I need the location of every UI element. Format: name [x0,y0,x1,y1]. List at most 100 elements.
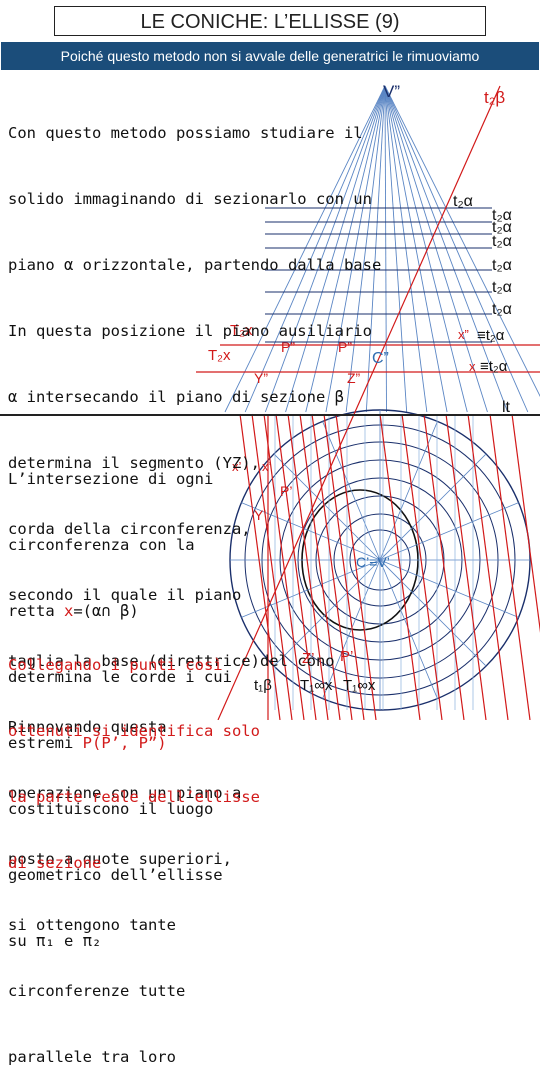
intro-line: parallele tra loro [8,1048,176,1066]
cone-generator [345,85,386,413]
cone-generator [384,85,488,413]
cone-generator [384,85,509,413]
radial-line [273,453,381,561]
x1-line [323,413,365,720]
conclusion-line: la parte reale dell’ellisse [8,788,260,806]
x1-line [263,413,305,720]
label-t1inf-a: T₁∞x [300,677,333,694]
intro-line: determina il segmento (YZ), [8,454,260,472]
conclusion-text: Collegando i punti così ottenuti si iden… [8,610,260,896]
label-lt: lt [502,399,511,416]
intersection-line: L’intersezione di ogni [8,470,214,488]
label-t2alpha-7: t₂α [492,301,512,318]
label-x2b: x [469,359,476,374]
label-y1: Y’ [254,507,266,523]
label-p1: P’ [280,483,292,499]
label-p2b: P” [338,339,352,355]
label-equiv-t2alpha-1: ≡t₂α [477,327,505,344]
cone-generator [384,85,408,413]
label-x1a: x’ [232,459,242,474]
radial-line [379,453,487,561]
label-c2: C” [372,350,389,367]
label-t2alpha-4: t₂α [492,233,512,250]
intersection-line: circonferenza con la [8,536,195,554]
intro-line: secondo il quale il piano [8,586,242,604]
intro-line: corda della circonferenza, [8,520,251,538]
intro-line: In questa posizione il piano ausiliario [8,322,372,340]
label-x2: x” [458,327,469,342]
x1-line [467,413,509,720]
cone-generator [384,85,428,413]
x1-line [445,413,487,720]
x1-line [251,413,293,720]
cone-generator [384,85,448,413]
x1-line [275,413,317,720]
intro-line: solido immaginando di sezionarlo con un [8,190,372,208]
cone-generator [285,85,386,413]
cone-generator [305,85,386,413]
x1-line [239,413,281,720]
intro-line: piano α orizzontale, partendo dalla base [8,256,382,274]
cone-generator [384,85,387,413]
radial-line [322,421,381,561]
intro-line: Con questo metodo possiamo studiare il [8,124,363,142]
cone-generator [384,85,540,398]
intro-line: α intersecando il piano di sezione β [8,388,344,406]
label-t2alpha-2: t₂α [492,207,512,224]
x1-line [511,413,540,633]
intersection-line: determina le corde i cui [8,668,232,686]
x1-line [299,413,341,720]
ground-line-lt [0,414,540,416]
ellipse-construction-diagram: V” t₂β t₂α t₂α t₂α t₂α t₂α t₂α t₂α x” ≡t… [196,82,540,720]
cone-generator [384,85,529,413]
label-t2alpha-5: t₂α [492,257,512,274]
label-cv1: C’≡V’ [356,554,390,570]
radial-line [379,559,487,667]
x1-line [401,413,443,720]
line-x-symbol: x [64,602,74,620]
page-title: LE CONICHE: L’ELLISSE (9) [54,6,486,36]
x1-line [379,413,421,720]
label-p2a: P” [281,339,295,355]
radial-line [379,559,519,618]
cone-generator-lines [224,85,540,413]
intersection-line: su π₁ e π₂ [8,932,102,950]
radial-line [322,559,381,699]
label-t2alpha-1: t₂α [453,193,473,210]
subtitle-banner: Poiché questo metodo non si avvale delle… [1,42,539,70]
label-t2alpha-6: t₂α [492,279,512,296]
cone-generator [224,85,386,413]
trace-t2beta [217,85,501,720]
x1-line [311,413,353,720]
x1-line [335,413,377,720]
cone-generator [384,85,468,413]
label-v2: V” [383,82,400,101]
conclusion-line: ottenuti si identifica solo [8,722,260,740]
label-y2: Y” [254,370,268,386]
text-fragment: =(α∩ β) [73,602,139,620]
label-equiv-t2alpha-2: ≡t₂α [480,358,508,375]
cone-generator [264,85,386,413]
text-fragment: retta [8,602,64,620]
x1-line [489,413,531,720]
x1-line [423,413,465,720]
label-z2: Z” [347,370,361,386]
cone-generator [365,85,386,413]
intersection-line: retta x=(α∩ β) [8,600,232,622]
label-t1beta: t₁β [254,677,272,694]
cone-generator [325,85,386,413]
conclusion-line: Collegando i punti così [8,656,223,674]
x1-line [287,413,329,720]
cone-generator [244,85,386,413]
label-t1inf-b: T₁∞x [343,677,376,694]
label-p1b: P’ [340,648,353,665]
label-t2x-a: T₂x [230,322,253,339]
radial-line [379,502,519,561]
radial-line [273,559,381,667]
label-z1: Z’ [302,650,315,667]
intro-line: circonferenze tutte [8,982,186,1000]
conclusion-line: di sezione [8,854,102,872]
label-t2x-b: T₂x [208,347,231,364]
construction-red-lines [196,85,540,720]
intro-line: taglia la base (direttrice)del cono [8,652,335,670]
